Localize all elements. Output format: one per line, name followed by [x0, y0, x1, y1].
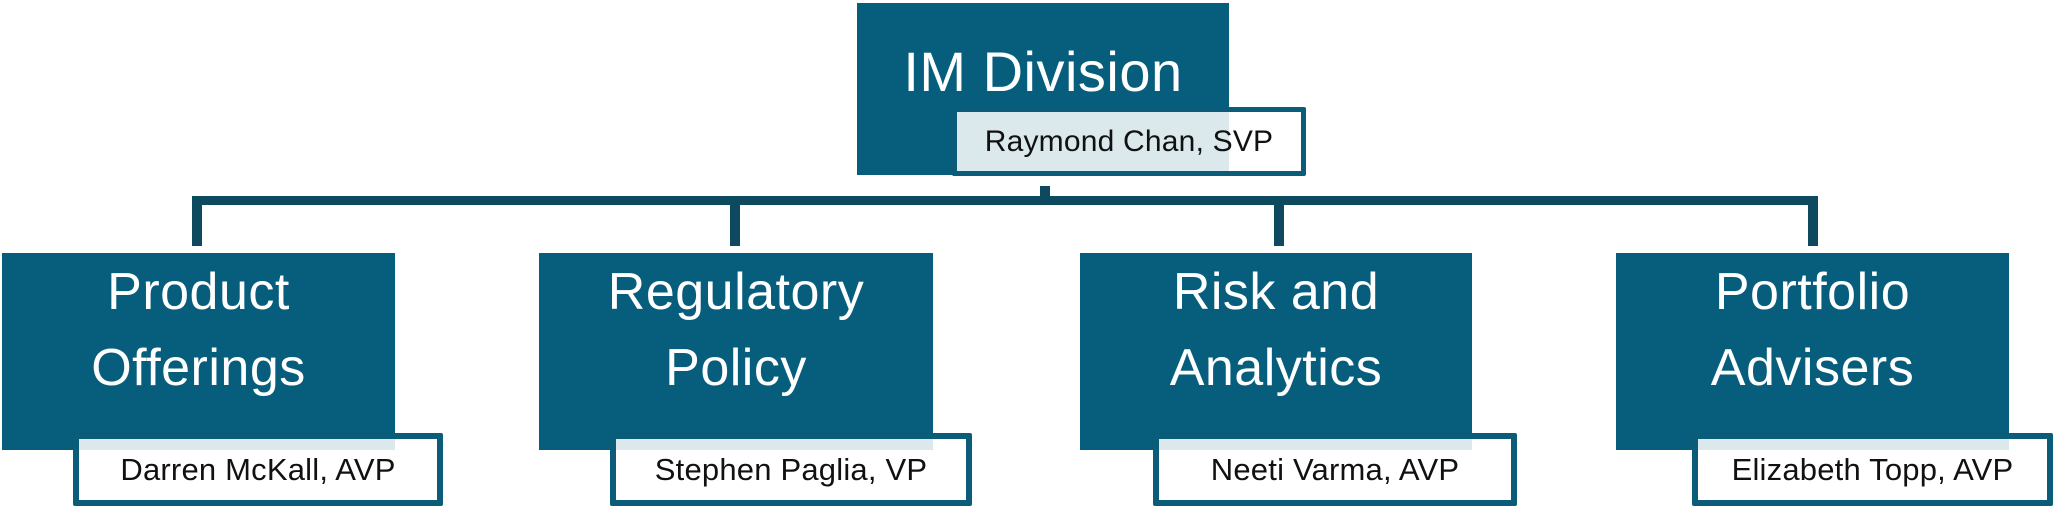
person-name: Darren McKall, AVP [120, 451, 396, 487]
connector-drop-product-offerings [192, 196, 202, 246]
connector-drop-portfolio-advisers [1808, 196, 1818, 246]
org-node-portfolio-advisers[interactable]: Portfolio Advisers [1616, 253, 2009, 450]
node-title: Product Offerings [91, 263, 306, 397]
org-node-regulatory-policy[interactable]: Regulatory Policy [539, 253, 933, 450]
org-node-risk-and-analytics[interactable]: Risk and Analytics [1080, 253, 1472, 450]
connector-drop-regulatory-policy [730, 196, 740, 246]
org-name-tag-darren-mckall[interactable]: Darren McKall, AVP [73, 433, 443, 506]
org-name-tag-stephen-paglia[interactable]: Stephen Paglia, VP [610, 433, 972, 506]
person-name: Elizabeth Topp, AVP [1731, 451, 2014, 487]
person-name: Raymond Chan, SVP [984, 124, 1274, 158]
org-name-tag-raymond-chan[interactable]: Raymond Chan, SVP [952, 107, 1306, 176]
node-title: IM Division [903, 40, 1183, 103]
connector-horizontal-line [192, 196, 1818, 205]
node-title: Regulatory Policy [607, 263, 865, 397]
org-name-tag-elizabeth-topp[interactable]: Elizabeth Topp, AVP [1692, 433, 2053, 506]
org-name-tag-neeti-varma[interactable]: Neeti Varma, AVP [1153, 433, 1517, 506]
connector-drop-risk-and-analytics [1274, 196, 1284, 246]
person-name: Stephen Paglia, VP [654, 451, 928, 487]
org-node-product-offerings[interactable]: Product Offerings [2, 253, 395, 450]
node-title: Portfolio Advisers [1710, 263, 1915, 397]
person-name: Neeti Varma, AVP [1210, 451, 1460, 487]
connector-root-stub [1040, 186, 1050, 205]
node-title: Risk and Analytics [1169, 263, 1383, 397]
